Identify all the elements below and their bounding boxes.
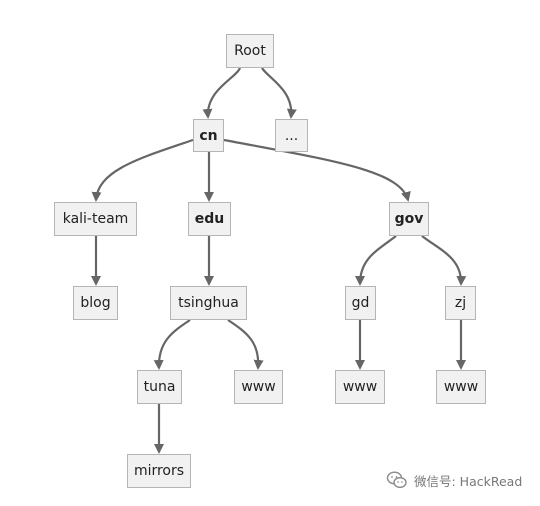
- node-ellipsis: ...: [275, 119, 308, 152]
- node-gd: gd: [345, 286, 376, 320]
- edge-root-ellipsis: [261, 67, 297, 119]
- node-mirrors: mirrors: [127, 454, 191, 488]
- edge-gov-gd: [355, 235, 397, 286]
- edge-cn-gov: [223, 138, 411, 202]
- node-gov: gov: [389, 202, 429, 236]
- edge-gov-zj: [421, 235, 467, 286]
- watermark: 微信号: HackRead: [386, 470, 522, 490]
- edge-tsinghua-tuna: [153, 319, 191, 370]
- edge-cn-kali-team: [91, 138, 194, 202]
- node-www-gd: www: [335, 370, 385, 404]
- edge-tsinghua-www: [227, 319, 264, 370]
- node-zj: zj: [445, 286, 476, 320]
- watermark-text: 微信号: HackRead: [414, 473, 523, 489]
- wechat-icon: [386, 471, 407, 489]
- node-www-zj: www: [436, 370, 486, 404]
- node-root: Root: [226, 34, 274, 68]
- node-kali-team: kali-team: [54, 202, 137, 236]
- node-tuna: tuna: [137, 370, 182, 404]
- node-cn: cn: [193, 119, 224, 152]
- node-blog: blog: [73, 286, 118, 320]
- node-www-tsinghua: www: [234, 370, 283, 404]
- node-tsinghua: tsinghua: [170, 286, 247, 320]
- edge-root-cn: [202, 67, 242, 119]
- node-edu: edu: [188, 202, 231, 236]
